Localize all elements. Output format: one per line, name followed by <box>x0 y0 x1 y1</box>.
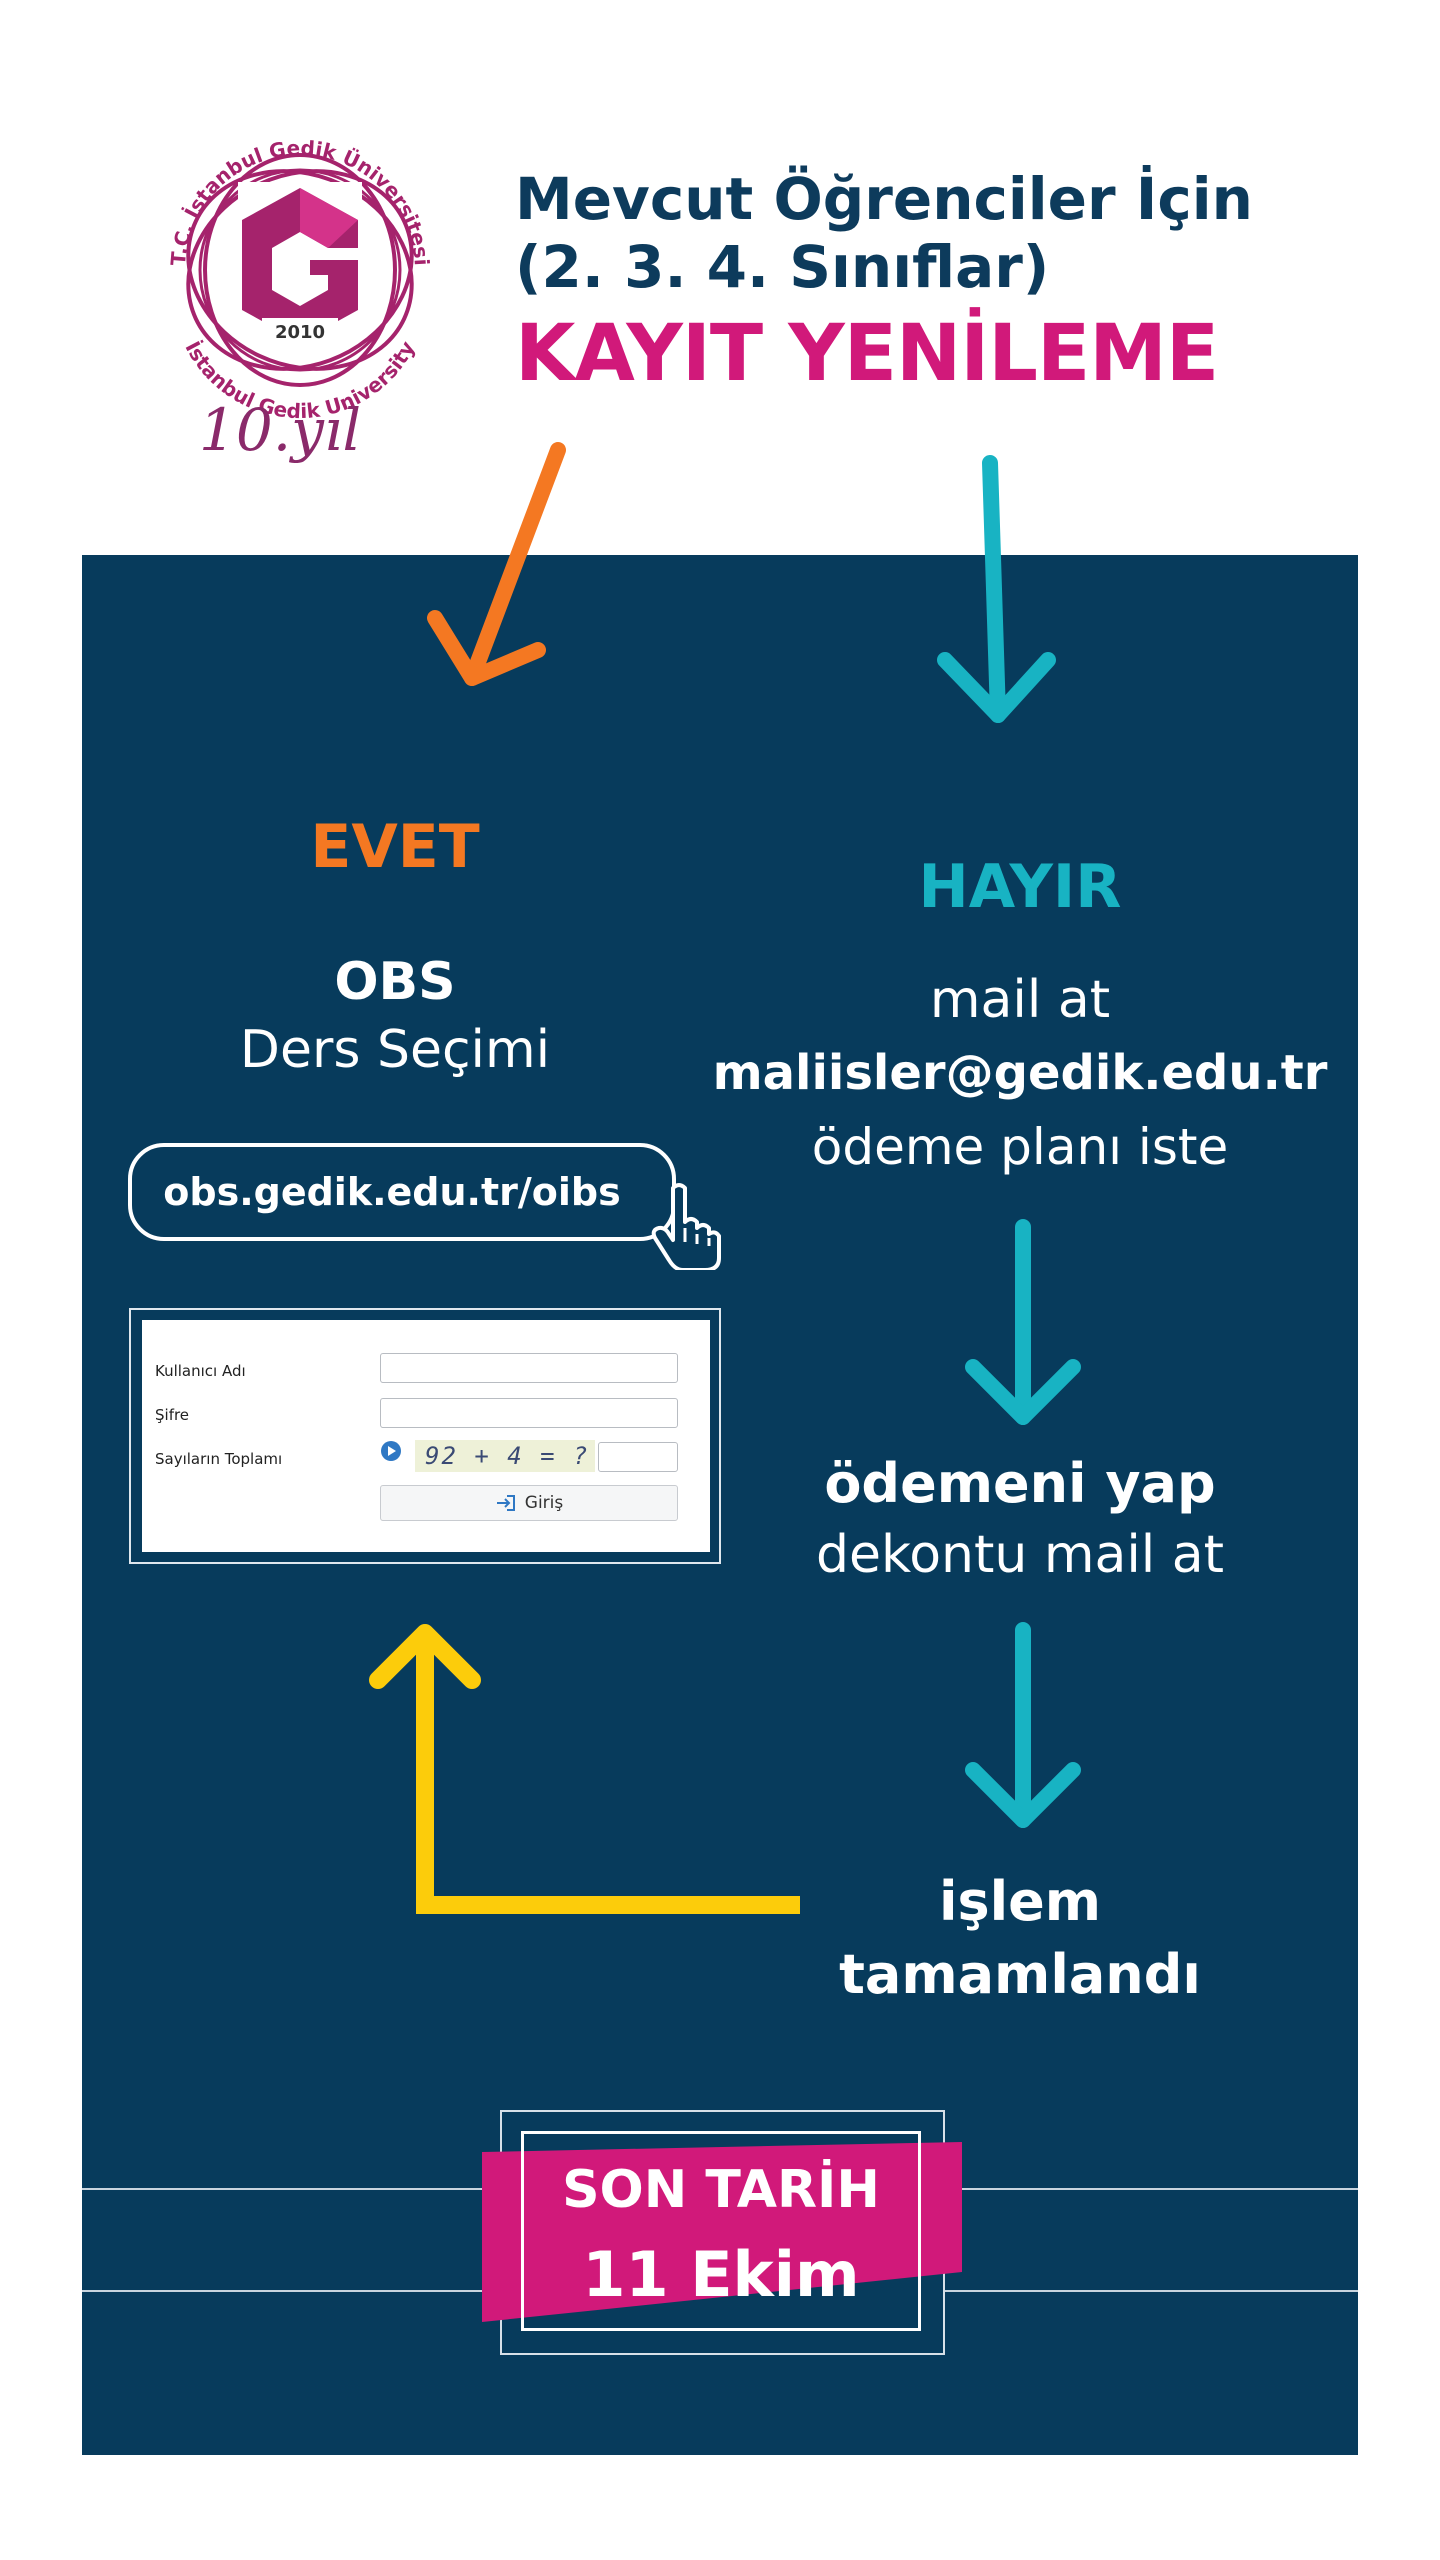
obs-label: OBS <box>334 952 456 1012</box>
password-label: Şifre <box>155 1406 190 1424</box>
title-line-1: Mevcut Öğrenciler İçin <box>515 165 1253 233</box>
obs-url-link[interactable]: obs.gedik.edu.tr/oibs <box>128 1143 676 1241</box>
yellow-return-arrow-icon <box>369 1624 800 1914</box>
make-payment-label: ödemeni yap <box>824 1452 1216 1515</box>
login-screenshot-frame <box>129 1308 721 1564</box>
title-line-2: (2. 3. 4. Sınıflar) <box>515 233 1050 301</box>
payment-plan-instruction: ödeme planı iste <box>811 1118 1229 1176</box>
completed-label: tamamlandı <box>839 1943 1201 2006</box>
yes-label: EVET <box>310 812 480 882</box>
send-receipt-label: dekontu mail at <box>815 1525 1225 1585</box>
captcha-sum-label: Sayıların Toplamı <box>155 1450 283 1468</box>
logo-year: 2010 <box>275 322 325 343</box>
deadline-label: SON TARİH <box>562 2160 880 2220</box>
no-label: HAYIR <box>918 852 1122 922</box>
username-field[interactable] <box>380 1353 678 1383</box>
orange-arrow-icon <box>427 442 566 686</box>
captcha-answer-field[interactable] <box>598 1442 678 1472</box>
captcha-audio-icon[interactable] <box>380 1440 402 1462</box>
login-button-label: Giriş <box>524 1493 564 1513</box>
hand-pointer-icon <box>651 1183 721 1270</box>
login-icon <box>496 1495 515 1511</box>
deadline-date: 11 Ekim <box>582 2238 860 2311</box>
teal-arrow-icon <box>965 1622 1081 1828</box>
page-title: KAYIT YENİLEME <box>515 309 1219 399</box>
password-field[interactable] <box>380 1398 678 1428</box>
login-button[interactable]: Giriş <box>380 1485 678 1521</box>
process-label: işlem <box>938 1870 1102 1933</box>
teal-arrow-icon <box>965 1219 1081 1425</box>
username-label: Kullanıcı Adı <box>155 1362 246 1380</box>
deadline-inner-frame <box>521 2131 921 2331</box>
email-address-link[interactable]: maliisler@gedik.edu.tr <box>712 1045 1328 1101</box>
mail-instruction: mail at <box>929 970 1111 1030</box>
obs-url-text: obs.gedik.edu.tr/oibs <box>163 1170 621 1214</box>
teal-arrow-icon <box>937 455 1056 723</box>
logo-anniversary: 10.yıl <box>199 396 361 464</box>
course-selection-label: Ders Seçimi <box>239 1020 551 1080</box>
university-logo: 2010 T.C. İstanbul Gedik Üniversitesi İs… <box>166 136 434 464</box>
captcha-image: 92 + 4 = ? <box>415 1440 595 1472</box>
deadline-highlight <box>482 2142 962 2322</box>
